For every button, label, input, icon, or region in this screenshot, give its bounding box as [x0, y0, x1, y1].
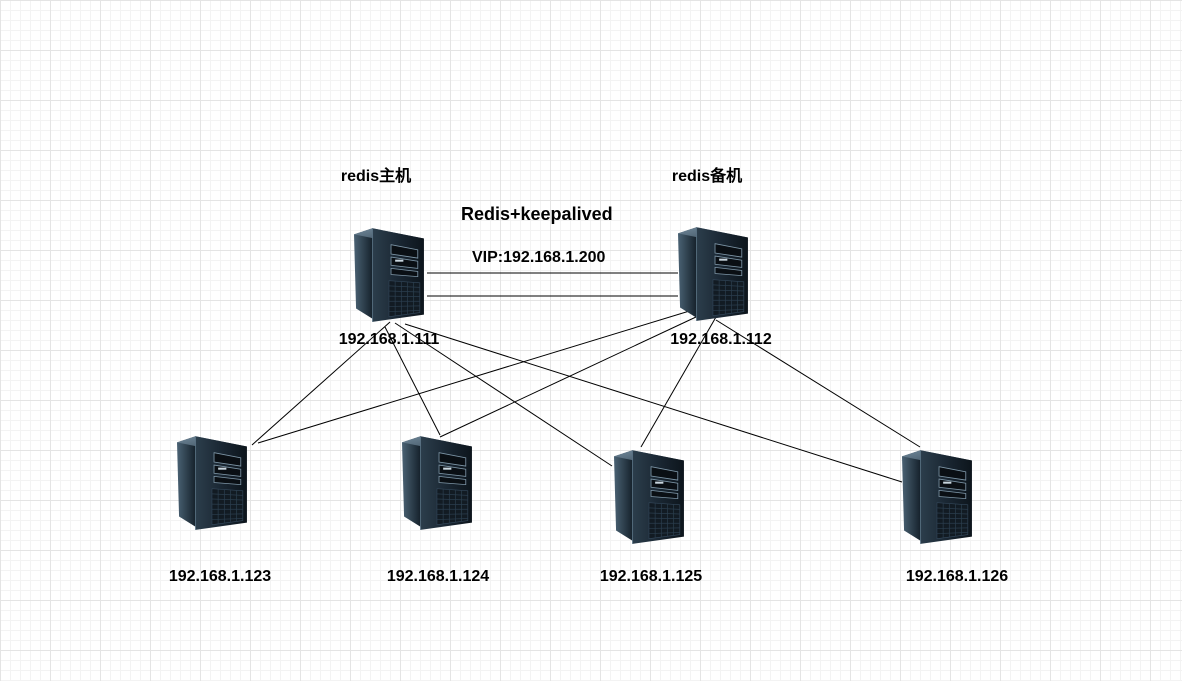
client-ip-label: 192.168.1.123: [168, 568, 272, 585]
link-112-123: [257, 308, 697, 444]
link-112-124: [439, 316, 697, 438]
link-112-126: [715, 319, 921, 448]
server-backup-icon: [678, 226, 749, 321]
server-client-126-icon: [902, 449, 973, 544]
backup-role-label: redis备机: [671, 168, 743, 185]
link-112-125: [640, 316, 717, 448]
link-111-126: [404, 323, 903, 483]
link-111-125: [394, 322, 613, 467]
link-111-123: [251, 321, 391, 446]
client-ip-label: 192.168.1.124: [386, 568, 490, 585]
server-client-125-icon: [614, 449, 685, 544]
connection-lines: [251, 272, 921, 483]
server-client-124-icon: [402, 435, 473, 530]
backup-ip-label: 192.168.1.112: [670, 331, 772, 348]
server-client-123-icon: [177, 435, 248, 530]
vip-label: VIP:192.168.1.200: [472, 249, 606, 266]
diagram-title: Redis+keepalived: [461, 204, 613, 224]
server-master-icon: [354, 227, 425, 322]
client-ip-label: 192.168.1.126: [905, 568, 1009, 585]
master-role-label: redis主机: [340, 168, 412, 185]
client-ip-label: 192.168.1.125: [599, 568, 703, 585]
link-111-124: [384, 326, 441, 436]
master-ip-label: 192.168.1.111: [338, 331, 440, 348]
